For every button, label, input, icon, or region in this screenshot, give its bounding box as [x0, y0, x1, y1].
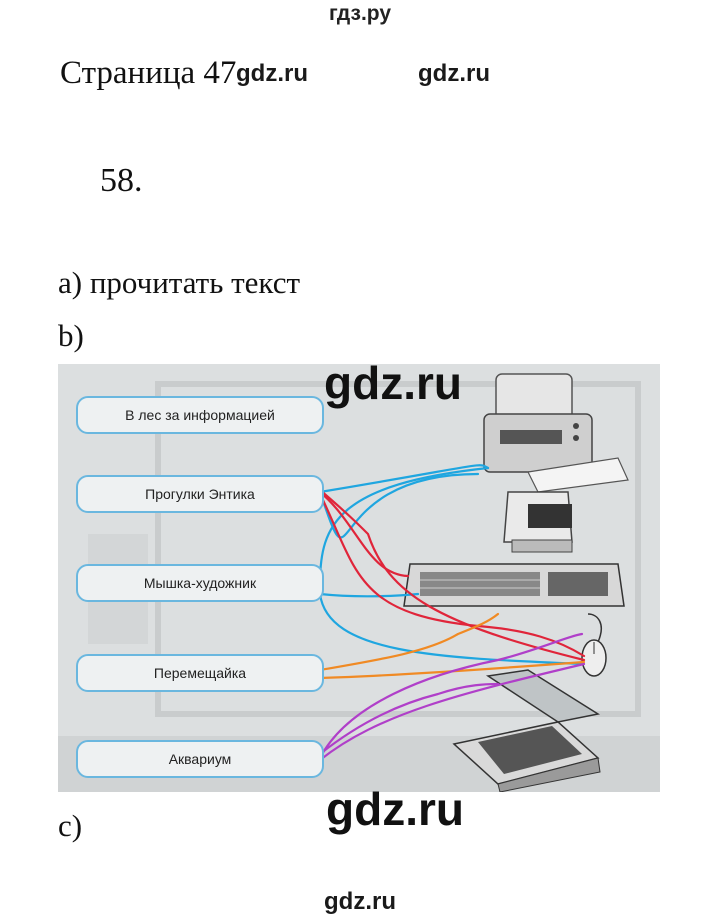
keyboard-icon [403, 563, 625, 607]
scanner-icon [452, 669, 601, 792]
mouse-icon [581, 613, 607, 677]
label-box-3: Мышка-художник [76, 564, 324, 602]
watermark-inline: gdz.ru [418, 60, 490, 87]
floppy-drive-icon [503, 491, 573, 553]
label-box-2: Прогулки Энтика [76, 475, 324, 513]
watermark-top: гдз.ру [328, 2, 392, 25]
label-box-4: Перемещайка [76, 654, 324, 692]
watermark-figure: gdz.ru [324, 364, 462, 409]
item-b: b) [58, 318, 84, 353]
printer-icon [483, 373, 629, 493]
label-box-5: Аквариум [76, 740, 324, 778]
label-box-1: В лес за информацией [76, 396, 324, 434]
matching-figure: В лес за информацией Прогулки Энтика Мыш… [58, 364, 660, 792]
item-c: c) [58, 808, 83, 843]
figure-drawing [58, 364, 660, 792]
item-a: a) прочитать текст [58, 265, 301, 300]
watermark-inline: gdz.ru [236, 60, 308, 87]
exercise-number: 58. [100, 162, 143, 199]
watermark-lower: gdz.ru [326, 783, 464, 835]
watermark-bottom: gdz.ru [324, 888, 396, 915]
page-title: Страница 47 [60, 55, 237, 91]
